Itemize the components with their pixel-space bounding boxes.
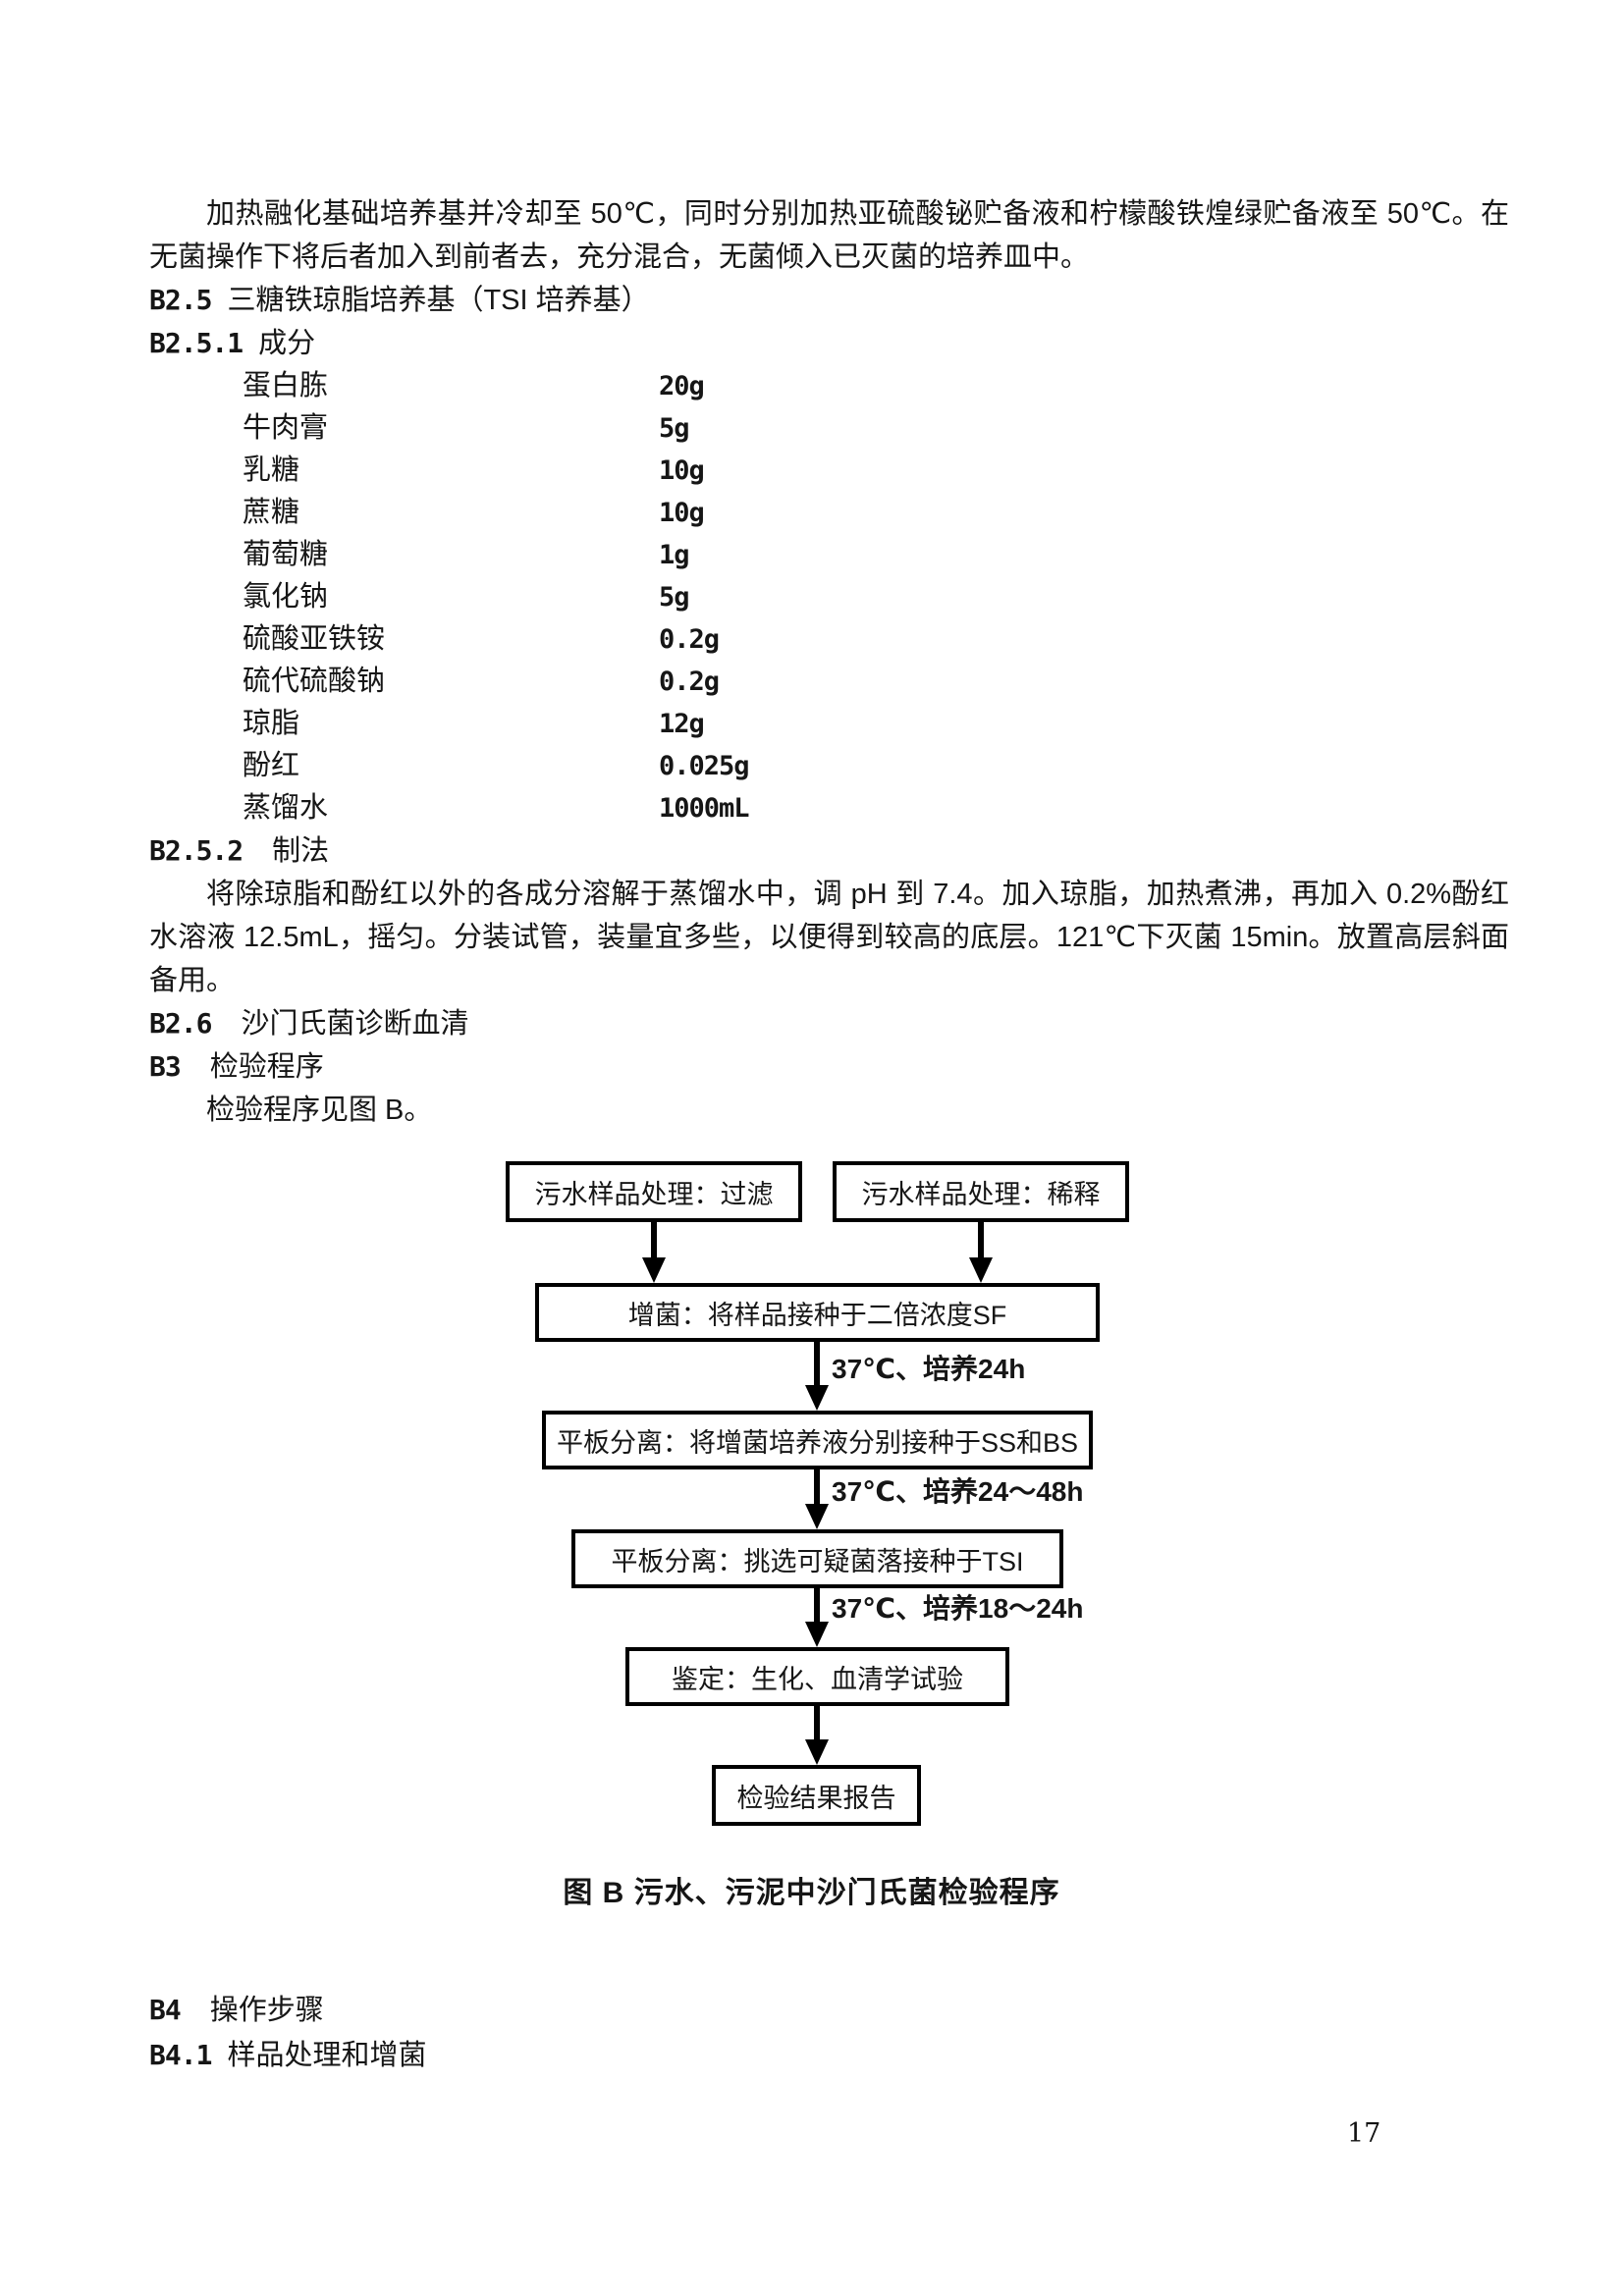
clause-title: 样品处理和增菌: [227, 2040, 427, 2071]
ingredient-amount: 5g: [659, 413, 690, 444]
clause-id: B2.5.2: [149, 834, 243, 867]
ingredient-row: 氯化钠 5g: [149, 576, 1509, 618]
arrow-condition-label: 37℃、培养24h: [832, 1354, 1026, 1384]
ingredient-row: 硫酸亚铁铵 0.2g: [149, 618, 1509, 661]
ingredient-amount: 1000mL: [659, 793, 750, 824]
figure-caption: 图 B 污水、污泥中沙门氏菌检验程序: [563, 1877, 1060, 1909]
ingredient-amount: 1g: [659, 540, 690, 570]
ingredient-amount: 20g: [659, 371, 705, 401]
ingredient-row: 蔗糖 10g: [149, 492, 1509, 534]
flow-box-label: 检验结果报告: [736, 1783, 896, 1813]
flow-box-enrichment: 增菌：将样品接种于二倍浓度SF: [535, 1283, 1100, 1342]
clause-title: 成分: [258, 328, 316, 359]
flow-box-plate-ss-bs: 平板分离：将增菌培养液分别接种于SS和BS: [542, 1411, 1093, 1469]
ingredient-name: 蒸馏水: [243, 792, 329, 824]
ingredient-row: 琼脂 12g: [149, 703, 1509, 745]
flow-box-result-report: 检验结果报告: [712, 1765, 921, 1826]
section-heading-b4-1: B4.1 样品处理和增菌: [149, 2033, 1509, 2078]
section-heading-b3: B3 检验程序: [149, 1045, 1509, 1089]
clause-title: 沙门氏菌诊断血清: [241, 1008, 469, 1040]
ingredient-list: 蛋白胨 20g 牛肉膏 5g 乳糖 10g 蔗糖 10g 葡萄糖 1g 氯化钠 …: [149, 365, 1509, 829]
ingredient-row: 乳糖 10g: [149, 450, 1509, 492]
flow-box-label: 增菌：将样品接种于二倍浓度SF: [627, 1300, 1007, 1330]
arrow-condition-label: 37℃、培养18～24h: [832, 1593, 1084, 1624]
flow-box-label: 污水样品处理：过滤: [534, 1179, 774, 1209]
arrow-down-icon: [804, 1588, 830, 1647]
flow-box-sample-filter: 污水样品处理：过滤: [506, 1161, 802, 1222]
bottom-clauses: B4 操作步骤 B4.1 样品处理和增菌: [149, 1988, 1509, 2078]
clause-id: B2.5: [149, 284, 212, 316]
arrow-down-icon: [804, 1469, 830, 1529]
ingredient-amount: 0.025g: [659, 751, 750, 781]
clause-title: 三糖铁琼脂培养基（TSI 培养基）: [227, 285, 650, 316]
flow-box-label: 污水样品处理：稀释: [861, 1179, 1101, 1209]
section-heading-b2-5: B2.5 三糖铁琼脂培养基（TSI 培养基）: [149, 279, 1509, 322]
ingredient-row: 蛋白胨 20g: [149, 365, 1509, 407]
flow-box-identification: 鉴定：生化、血清学试验: [625, 1647, 1009, 1706]
ingredient-name: 葡萄糖: [243, 539, 329, 570]
ingredient-name: 蛋白胨: [243, 370, 329, 401]
ingredient-name: 牛肉膏: [243, 412, 329, 444]
flow-box-label: 平板分离：挑选可疑菌落接种于TSI: [611, 1546, 1024, 1576]
paragraph-method: 将除琼脂和酚红以外的各成分溶解于蒸馏水中，调 pH 到 7.4。加入琼脂，加热煮…: [149, 879, 1509, 996]
ingredient-name: 氯化钠: [243, 581, 329, 613]
ingredient-name: 琼脂: [243, 708, 300, 739]
clause-id: B3: [149, 1050, 182, 1083]
ingredient-row: 硫代硫酸钠 0.2g: [149, 661, 1509, 703]
ingredient-row: 蒸馏水 1000mL: [149, 787, 1509, 829]
arrow-down-icon: [804, 1342, 830, 1411]
arrow-condition-label: 37℃、培养24～48h: [832, 1476, 1084, 1507]
ingredient-amount: 0.2g: [659, 667, 720, 697]
section-heading-b2-6: B2.6 沙门氏菌诊断血清: [149, 1002, 1509, 1045]
ingredient-amount: 10g: [659, 455, 705, 486]
ingredient-amount: 0.2g: [659, 624, 720, 655]
procedure-note: 检验程序见图 B。: [206, 1095, 433, 1126]
ingredient-name: 酚红: [243, 750, 300, 781]
ingredient-row: 牛肉膏 5g: [149, 407, 1509, 450]
page-number: 17: [1347, 2118, 1381, 2149]
ingredient-row: 酚红 0.025g: [149, 745, 1509, 787]
clause-id: B2.5.1: [149, 327, 243, 359]
ingredient-amount: 12g: [659, 709, 705, 739]
flow-box-sample-dilute: 污水样品处理：稀释: [833, 1161, 1129, 1222]
flow-box-plate-tsi: 平板分离：挑选可疑菌落接种于TSI: [571, 1529, 1063, 1588]
clause-title: 检验程序: [209, 1051, 324, 1083]
flow-box-label: 平板分离：将增菌培养液分别接种于SS和BS: [556, 1427, 1079, 1458]
ingredient-row: 葡萄糖 1g: [149, 534, 1509, 576]
paragraph-medium-prep: 加热融化基础培养基并冷却至 50℃，同时分别加热亚硫酸铋贮备液和柠檬酸铁煌绿贮备…: [149, 198, 1509, 273]
section-heading-b2-5-1: B2.5.1 成分: [149, 322, 1509, 365]
arrow-down-icon: [968, 1222, 994, 1283]
arrow-down-icon: [641, 1222, 667, 1283]
clause-id: B4: [149, 1994, 182, 2026]
arrow-down-icon: [804, 1706, 830, 1765]
ingredient-name: 硫酸亚铁铵: [243, 623, 386, 655]
clause-title: 操作步骤: [209, 1995, 324, 2026]
clause-title: 制法: [272, 835, 330, 867]
flow-box-label: 鉴定：生化、血清学试验: [672, 1664, 963, 1694]
section-heading-b2-5-2: B2.5.2 制法: [149, 829, 1509, 873]
ingredient-name: 蔗糖: [243, 497, 300, 528]
ingredient-amount: 5g: [659, 582, 690, 613]
section-heading-b4: B4 操作步骤: [149, 1988, 1509, 2033]
clause-id: B2.6: [149, 1007, 212, 1040]
ingredient-amount: 10g: [659, 498, 705, 528]
body-text-column: 加热融化基础培养基并冷却至 50℃，同时分别加热亚硫酸铋贮备液和柠檬酸铁煌绿贮备…: [149, 192, 1509, 1132]
ingredient-name: 乳糖: [243, 454, 300, 486]
clause-id: B4.1: [149, 2039, 212, 2071]
ingredient-name: 硫代硫酸钠: [243, 666, 386, 697]
